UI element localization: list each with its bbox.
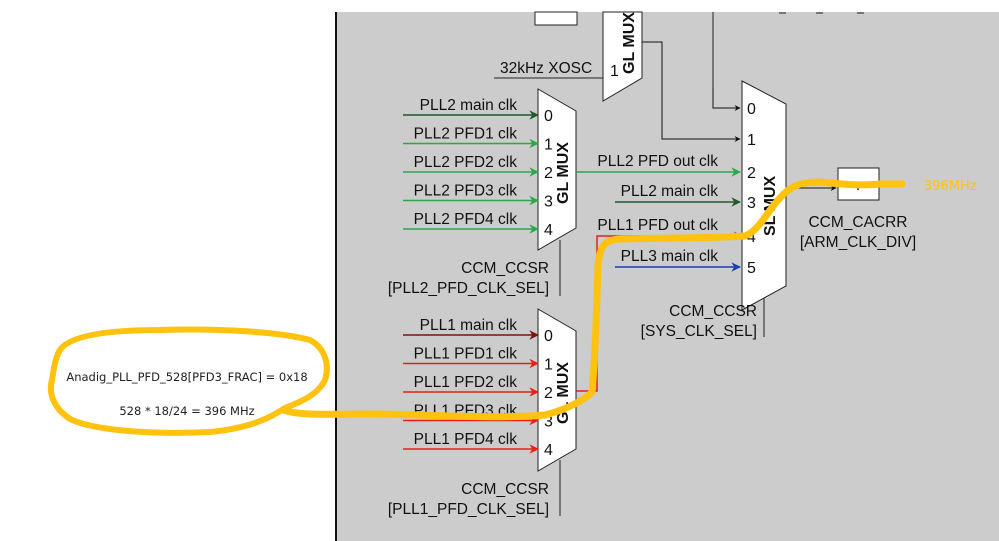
sys-mux-input-index: 3 — [747, 195, 756, 212]
pll1-mux-input-index: 4 — [544, 442, 553, 459]
divider-register-field: [ARM_CLK_DIV] — [800, 234, 916, 251]
annotation-bubble — [48, 326, 330, 436]
top-mux-label: GL MUX — [621, 12, 638, 74]
sys-mux-input-index: 5 — [747, 260, 756, 277]
sys-mux-input-index: 1 — [747, 132, 756, 149]
sys-mux-input-index: 2 — [747, 165, 756, 182]
sys-mux-input-label: PLL2 PFD out clk — [597, 153, 718, 170]
pll2-mux-input-label: PLL2 PFD4 clk — [414, 211, 518, 228]
top-mux-input-1: 1 — [610, 63, 619, 80]
pll1-mux-register-field: [PLL1_PFD_CLK_SEL] — [388, 501, 549, 518]
wire-to-sys-0 — [712, 88, 741, 111]
diagram-panel — [337, 12, 999, 541]
pll2-mux-input-label: PLL2 PFD2 clk — [414, 154, 518, 171]
pll2-mux-input-index: 2 — [544, 165, 553, 182]
pll1-mux-input-label: PLL1 PFD2 clk — [414, 374, 518, 391]
annotation-calculation: 528 * 18/24 = 396 MHz — [119, 404, 254, 418]
pll1-mux-input-index: 3 — [544, 414, 553, 431]
sys-mux-register: CCM_CCSR — [669, 303, 757, 320]
pll2-mux-input-index: 3 — [544, 194, 553, 211]
wire-top-mux-to-sys-1 — [642, 41, 741, 142]
sys-mux-input-index: 4 — [747, 229, 756, 246]
xosc-label: 32kHz XOSC — [500, 60, 592, 77]
pll2-mux-input-index: 1 — [544, 137, 553, 154]
sys-mux-input-index: 0 — [747, 101, 756, 118]
pll2-mux-register-field: [PLL2_PFD_CLK_SEL] — [388, 280, 549, 297]
pll2-mux-input-label: PLL2 main clk — [420, 97, 518, 114]
pll1-mux-input-label: PLL1 PFD4 clk — [414, 431, 518, 448]
pll2-mux-label: GL MUX — [555, 142, 572, 204]
pll2-mux-input-label: PLL2 PFD3 clk — [414, 183, 518, 200]
pll1-mux-input-index: 2 — [544, 385, 553, 402]
sys-mux-register-field: [SYS_CLK_SEL] — [641, 323, 757, 340]
pll2-mux-register: CCM_CCSR — [461, 260, 549, 277]
highlight-clock-path — [279, 178, 906, 421]
pll1-mux-input-index: 0 — [544, 328, 553, 345]
sys-mux-input-label: PLL3 main clk — [621, 248, 719, 265]
pll2-mux-input-label: PLL2 PFD1 clk — [414, 126, 518, 143]
pll1-mux-register: CCM_CCSR — [461, 481, 549, 498]
top-partial-box — [534, 11, 578, 26]
top-gl-mux — [602, 11, 643, 102]
pll2-mux-input-index: 4 — [544, 222, 553, 239]
annotation-register-value: Anadig_PLL_PFD_528[PFD3_FRAC] = 0x18 — [66, 370, 307, 384]
divider-register: CCM_CACRR — [808, 214, 907, 231]
output-frequency-label: 396MHz — [924, 179, 977, 194]
sys-mux-input-label: PLL1 PFD out clk — [597, 217, 718, 234]
pll1-mux-input-label: PLL1 PFD1 clk — [414, 346, 518, 363]
pll1-mux-input-label: PLL1 main clk — [420, 317, 518, 334]
sys-mux-input-label: PLL2 main clk — [621, 183, 719, 200]
pll1-mux-input-index: 1 — [544, 357, 553, 374]
pll2-mux-input-index: 0 — [544, 108, 553, 125]
